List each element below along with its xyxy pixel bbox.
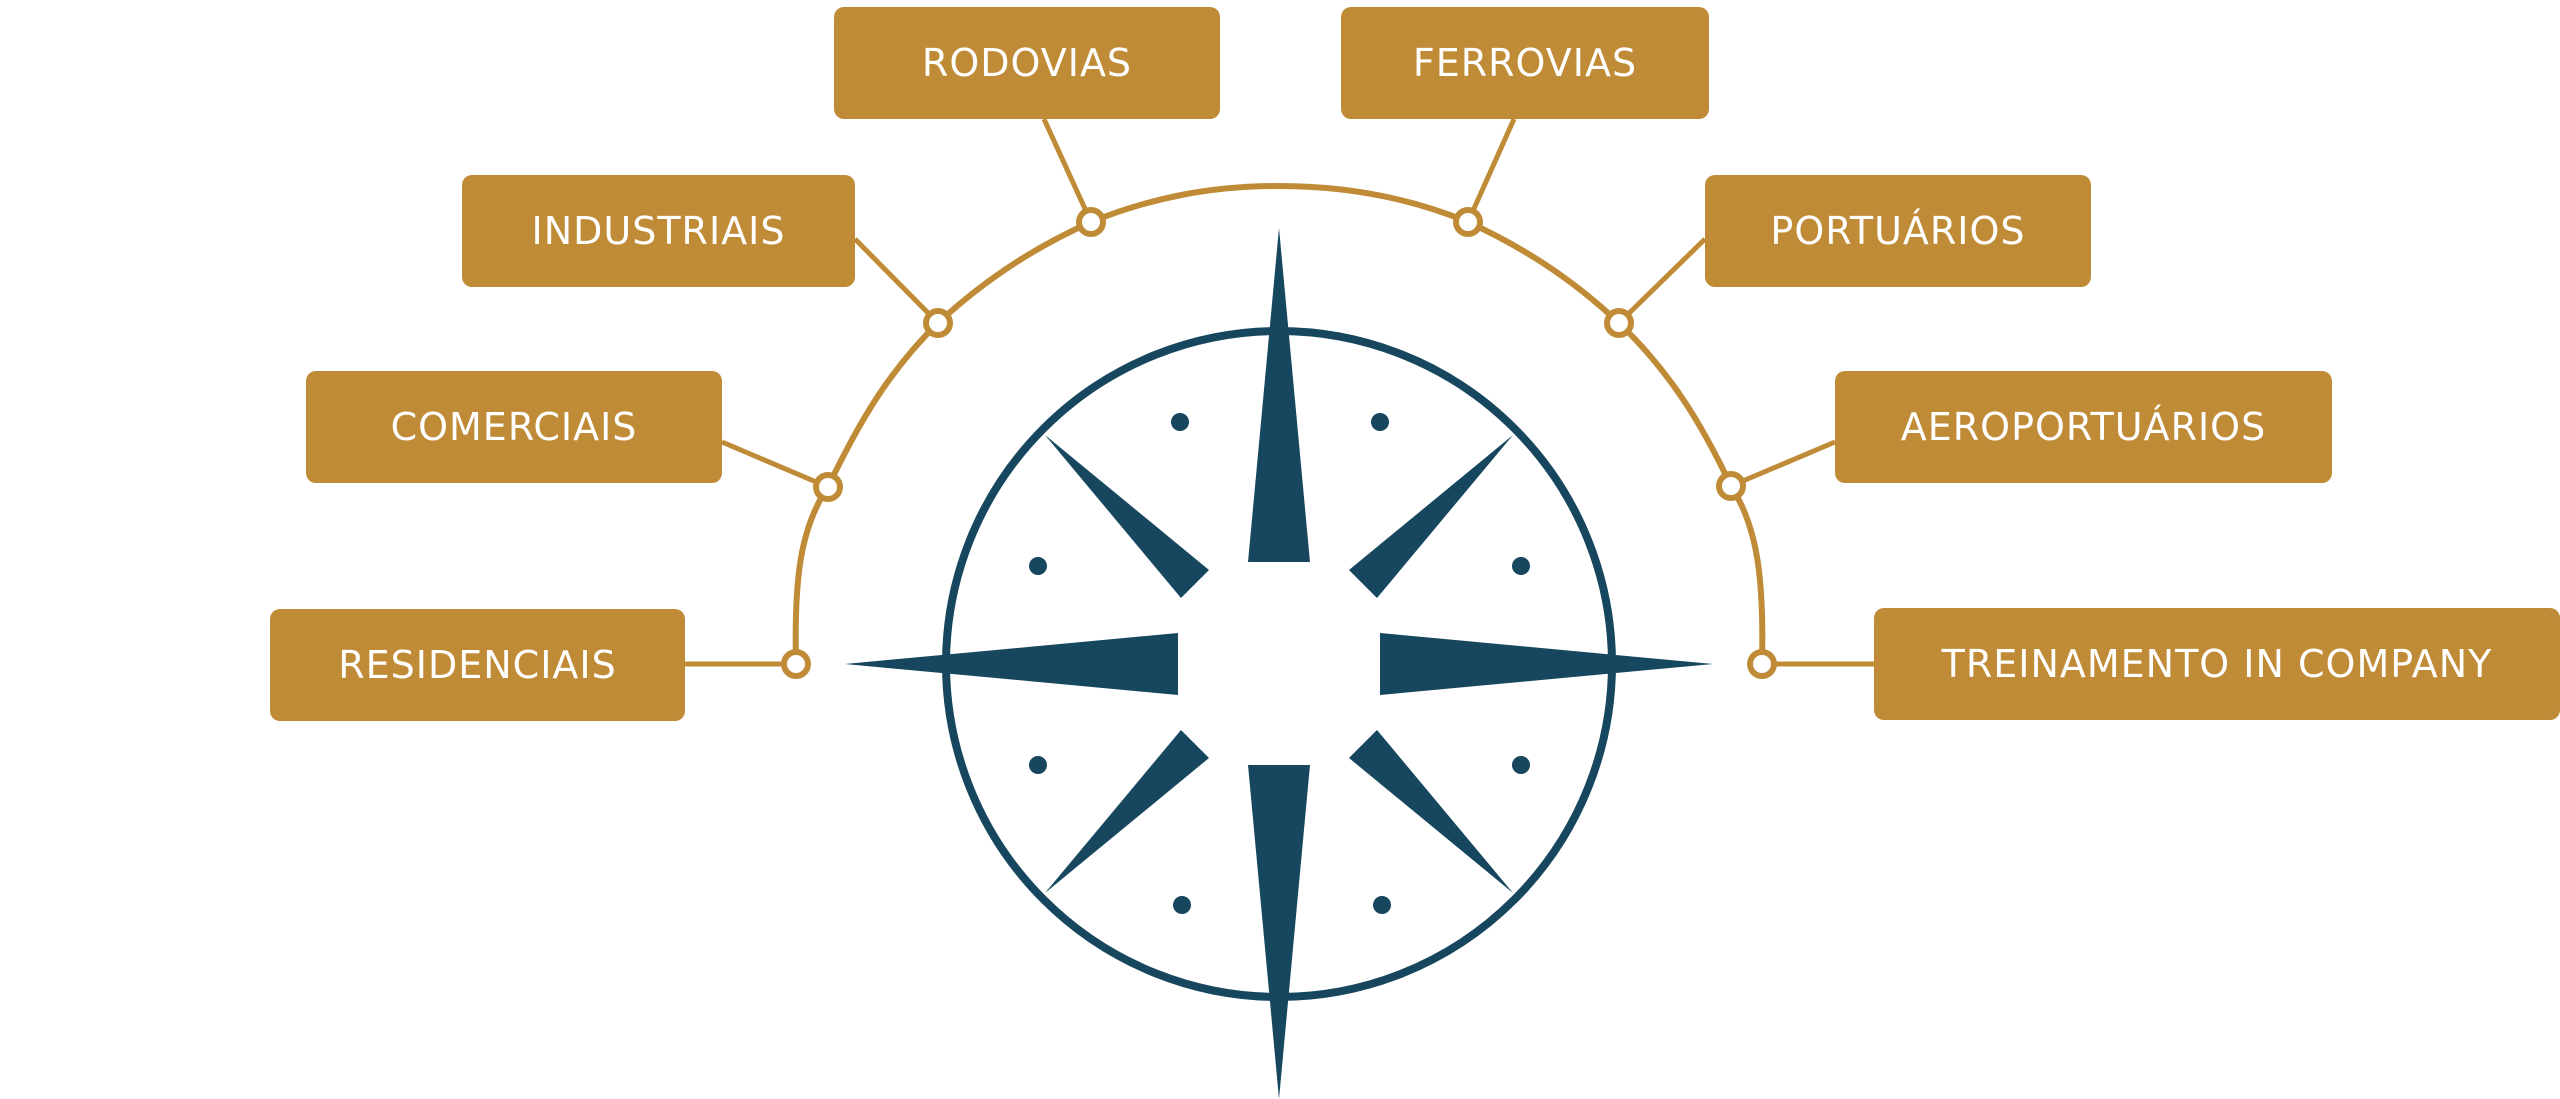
node-residenciais	[781, 649, 811, 679]
node-treinamento	[1747, 649, 1777, 679]
category-box-residenciais: RESIDENCIAIS	[270, 609, 685, 721]
compass-point-north	[1248, 228, 1310, 562]
connector-rodovias	[1041, 117, 1094, 224]
compass-dot	[1373, 896, 1391, 914]
compass-dot	[1029, 557, 1047, 575]
connector-ferrovias	[1465, 117, 1517, 224]
category-box-treinamento: TREINAMENTO IN COMPANY	[1874, 608, 2560, 720]
compass-point-west	[845, 633, 1178, 695]
compass-dot	[1173, 896, 1191, 914]
node-rodovias	[1076, 207, 1106, 237]
compass-point-southeast	[1349, 730, 1513, 893]
category-box-rodovias: RODOVIAS	[834, 7, 1220, 119]
category-box-industriais: INDUSTRIAIS	[462, 175, 855, 287]
category-label-aeroportuarios: AEROPORTUÁRIOS	[1900, 405, 2267, 449]
category-label-rodovias: RODOVIAS	[921, 41, 1133, 85]
compass-point-northeast	[1349, 435, 1513, 598]
category-label-residenciais: RESIDENCIAIS	[338, 643, 617, 687]
compass-point-southwest	[1045, 730, 1209, 893]
category-label-treinamento: TREINAMENTO IN COMPANY	[1941, 642, 2493, 686]
arc-nodes	[781, 207, 1777, 679]
compass-dot	[1171, 413, 1189, 431]
connector-comerciais	[721, 439, 829, 490]
category-box-ferrovias: FERROVIAS	[1341, 7, 1709, 119]
compass-dot	[1371, 413, 1389, 431]
connector-arc	[792, 182, 1766, 665]
node-comerciais	[813, 472, 843, 502]
compass-dot	[1512, 557, 1530, 575]
node-aeroportuarios	[1716, 471, 1746, 501]
connector-industriais	[853, 237, 940, 325]
compass-rose	[845, 228, 1713, 1099]
connector-lines	[685, 117, 1874, 667]
category-box-comerciais: COMERCIAIS	[306, 371, 722, 483]
category-label-comerciais: COMERCIAIS	[390, 405, 638, 449]
node-portuarios	[1604, 308, 1634, 338]
node-ferrovias	[1453, 207, 1483, 237]
compass-dot	[1512, 756, 1530, 774]
category-box-portuarios: PORTUÁRIOS	[1705, 175, 2091, 287]
connector-aeroportuarios	[1730, 439, 1836, 489]
connector-portuarios	[1617, 237, 1707, 325]
category-box-aeroportuarios: AEROPORTUÁRIOS	[1835, 371, 2332, 483]
compass-dot	[1029, 756, 1047, 774]
category-label-ferrovias: FERROVIAS	[1412, 41, 1638, 85]
compass-point-northwest	[1045, 435, 1209, 598]
compass-point-south	[1248, 765, 1310, 1099]
node-industriais	[923, 308, 953, 338]
compass-point-east	[1380, 633, 1713, 695]
category-label-portuarios: PORTUÁRIOS	[1770, 209, 2026, 253]
category-label-industriais: INDUSTRIAIS	[531, 209, 786, 253]
